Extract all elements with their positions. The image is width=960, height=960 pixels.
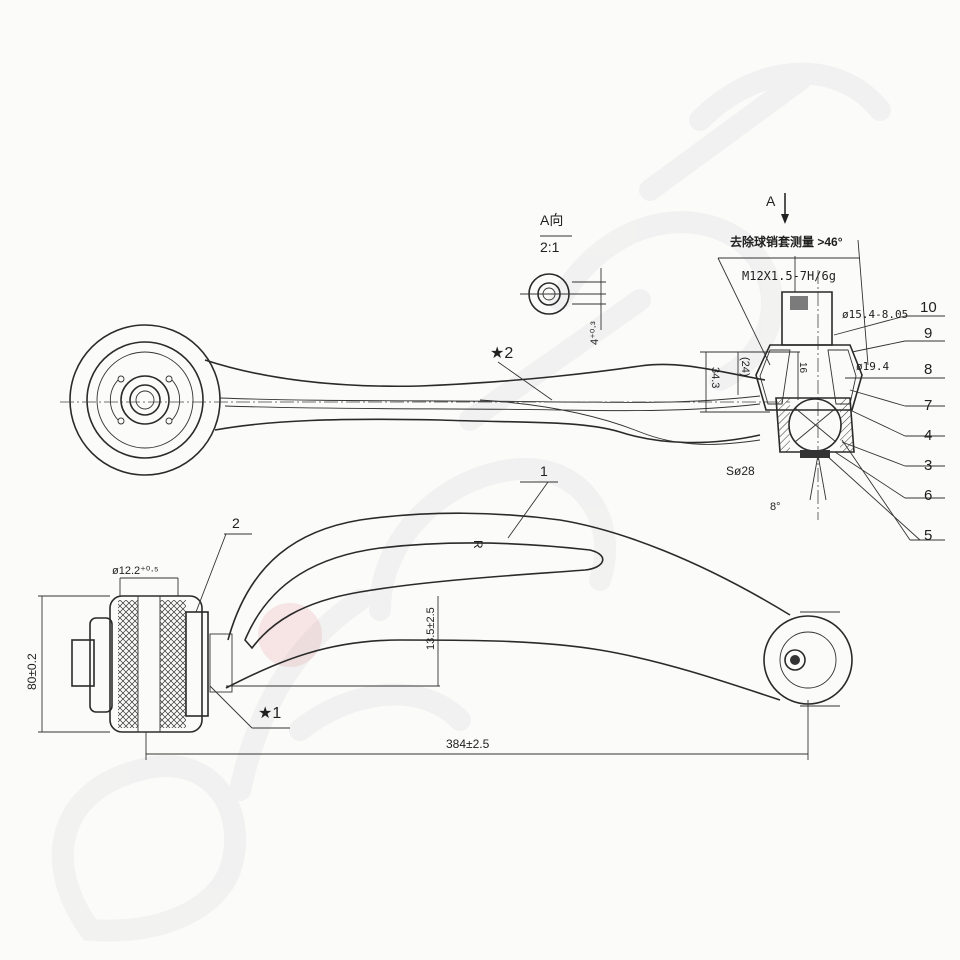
callout-6: 6 — [924, 487, 932, 504]
side-view-arm — [38, 361, 853, 760]
watermark-dot — [258, 603, 322, 667]
ball-joint-section — [700, 193, 945, 541]
marker-1: ★1 — [258, 705, 281, 722]
callout-10: 10 — [920, 299, 937, 316]
bushing-dia: ø12.2⁺⁰·⁵ — [112, 565, 159, 577]
dim-24: (24) — [739, 357, 751, 377]
dim-34: 34.3 — [709, 367, 721, 388]
height-dim: 80±0.2 — [25, 653, 39, 690]
watermark — [51, 62, 891, 942]
diameter-2: ø19.4 — [856, 360, 889, 373]
side-mark: R — [471, 540, 485, 549]
view-a-detail — [520, 235, 606, 330]
callout-2: 2 — [232, 515, 240, 531]
sphere-dia: Sø28 — [726, 464, 755, 478]
view-a-scale: 2:1 — [540, 239, 560, 255]
callout-3: 3 — [924, 457, 932, 474]
view-arrow-label: A — [766, 193, 776, 209]
dim-16: 16 — [797, 362, 808, 374]
view-a-title: A向 — [540, 212, 563, 228]
callout-7: 7 — [924, 397, 932, 414]
callout-5: 5 — [924, 527, 932, 544]
angle-8: 8° — [770, 501, 781, 513]
callout-1: 1 — [540, 463, 548, 479]
callout-4: 4 — [924, 427, 932, 444]
ball-joint-note: 去除球销套测量 >46° — [730, 234, 843, 249]
thread-spec: M12X1.5-7H/6g — [742, 269, 836, 283]
offset-dim: 13.5±2.5 — [425, 607, 437, 650]
callout-9: 9 — [924, 325, 932, 342]
top-view-arm — [60, 324, 790, 476]
length-dim: 384±2.5 — [446, 737, 490, 751]
callout-8: 8 — [924, 361, 932, 378]
marker-2: ★2 — [490, 345, 513, 362]
view-a-dim: 4⁺⁰·³ — [589, 321, 601, 345]
diameter-1: ø15.4-8.05 — [842, 308, 908, 321]
